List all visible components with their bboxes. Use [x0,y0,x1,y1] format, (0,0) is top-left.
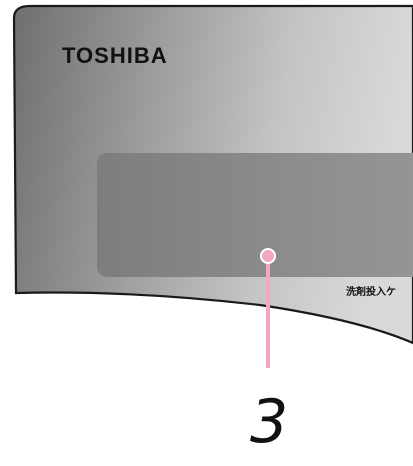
callout-leader-line [266,262,270,368]
detergent-inlet-label: 洗剤投入ケ [346,287,396,298]
brand-logo: TOSHIBA [62,43,168,68]
callout-number: 3 [250,387,289,457]
callout-pointer-dot [260,248,276,264]
display-window [97,153,413,277]
